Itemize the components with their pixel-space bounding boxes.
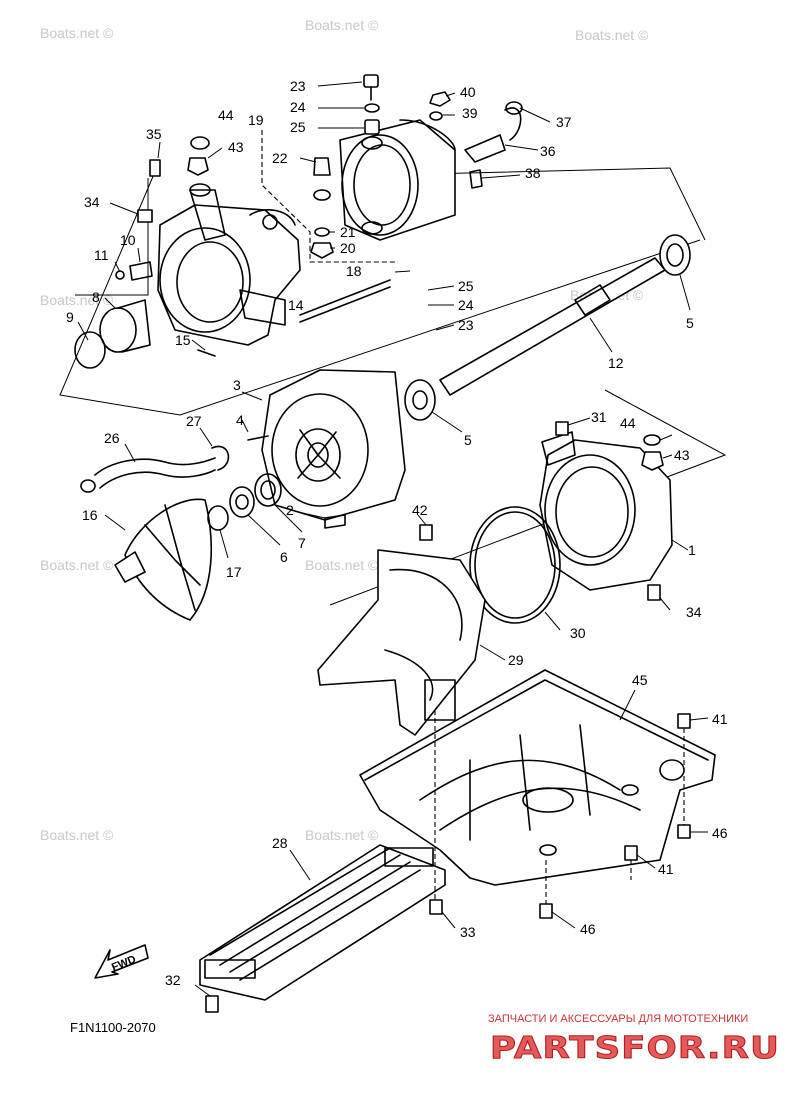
nozzle-housing: [157, 189, 391, 346]
callout-number: 15: [175, 332, 191, 348]
watermark: Boats.net ©: [305, 17, 379, 33]
callout-number: 6: [280, 549, 288, 565]
lower-bolts: [205, 713, 691, 1013]
callout-number: 3: [233, 377, 241, 393]
callout-number: 4: [236, 412, 244, 428]
callout-number: 35: [146, 126, 162, 142]
callout-number: 24: [290, 99, 306, 115]
watermark: Boats.net ©: [40, 25, 114, 41]
callout-number: 36: [540, 143, 556, 159]
watermark: Boats.net ©: [305, 557, 379, 573]
callout-number: 18: [346, 263, 362, 279]
frame-line: [59, 159, 701, 416]
callout-number: 2: [286, 502, 294, 518]
callout-number: 40: [460, 84, 476, 100]
callout-number: 33: [460, 924, 476, 940]
callout-number: 26: [104, 430, 120, 446]
callout-number: 8: [92, 289, 100, 305]
callout-number: 5: [686, 315, 694, 331]
callout-number: 27: [186, 413, 202, 429]
fwd-label: FWD: [110, 953, 138, 974]
callout-number: 9: [66, 309, 74, 325]
callout-number: 34: [84, 194, 100, 210]
callout-number: 25: [458, 278, 474, 294]
leader-lines: [77, 81, 709, 997]
callout-number: 43: [228, 139, 244, 155]
callout-number: 38: [525, 165, 541, 181]
diagram-code: F1N1100-2070: [70, 1020, 156, 1035]
callout-number: 32: [165, 972, 181, 988]
callout-number: 41: [658, 861, 674, 877]
callout-number: 28: [272, 835, 288, 851]
callout-number: 34: [686, 604, 702, 620]
callout-number: 20: [340, 240, 356, 256]
callout-number: 16: [82, 507, 98, 523]
callout-number: 1: [688, 542, 696, 558]
watermark: Boats.net ©: [575, 27, 649, 43]
brand-block: ЗАПЧАСТИ И АКСЕССУАРЫ ДЛЯ МОТОТЕХНИКИ PA…: [488, 1013, 780, 1067]
watermark: Boats.net ©: [40, 292, 114, 308]
callout-number: 30: [570, 625, 586, 641]
brand-logo-text: PARTSFOR.RU: [490, 1031, 780, 1066]
callout-number: 23: [290, 78, 306, 94]
callout-number: 21: [340, 224, 356, 240]
callout-number: 19: [248, 112, 264, 128]
callout-number: 44: [218, 107, 234, 123]
callout-number: 46: [580, 921, 596, 937]
callout-number: 17: [226, 564, 242, 580]
watermark: Boats.net ©: [40, 557, 114, 573]
liner-ring: [419, 506, 561, 624]
intake-grate: [359, 669, 716, 886]
upper-hardware: [74, 74, 523, 369]
steering-nozzle: [339, 119, 456, 241]
callout-number: 29: [508, 652, 524, 668]
frame-line: [329, 389, 727, 606]
callout-number: 23: [458, 317, 474, 333]
assembly-19-bracket: [261, 130, 398, 263]
impeller-assembly: [114, 473, 282, 621]
callout-number: 22: [272, 150, 288, 166]
watermark: Boats.net ©: [40, 827, 114, 843]
drive-shaft: [439, 234, 691, 396]
forward-arrow-icon: FWD: [94, 944, 149, 979]
callout-number: 44: [620, 415, 636, 431]
callout-number: 39: [462, 105, 478, 121]
intake-duct: [317, 549, 486, 736]
callout-number: 14: [288, 297, 304, 313]
callout-number: 41: [712, 711, 728, 727]
callout-number: 45: [632, 672, 648, 688]
callout-number: 46: [712, 825, 728, 841]
callout-number: 43: [674, 447, 690, 463]
callout-number: 25: [290, 119, 306, 135]
impeller-housing: [539, 421, 673, 601]
callout-number: 24: [458, 297, 474, 313]
ride-plate: [199, 844, 446, 1001]
callout-number: 7: [298, 535, 306, 551]
brand-subtitle: ЗАПЧАСТИ И АКСЕССУАРЫ ДЛЯ МОТОТЕХНИКИ: [488, 1013, 748, 1025]
callout-number: 10: [120, 232, 136, 248]
hose-assembly: [80, 445, 230, 493]
callout-number: 31: [591, 409, 607, 425]
callout-number: 12: [608, 355, 624, 371]
callout-labels: 1 2 3 4 5 5 6 7 8 9 10 11 12 14 15 16 17…: [66, 78, 728, 988]
pump-housing: [247, 369, 436, 529]
callout-number: 42: [412, 502, 428, 518]
callout-number: 5: [464, 432, 472, 448]
watermark: Boats.net ©: [305, 827, 379, 843]
callout-number: 37: [556, 114, 572, 130]
callout-number: 11: [94, 247, 109, 263]
